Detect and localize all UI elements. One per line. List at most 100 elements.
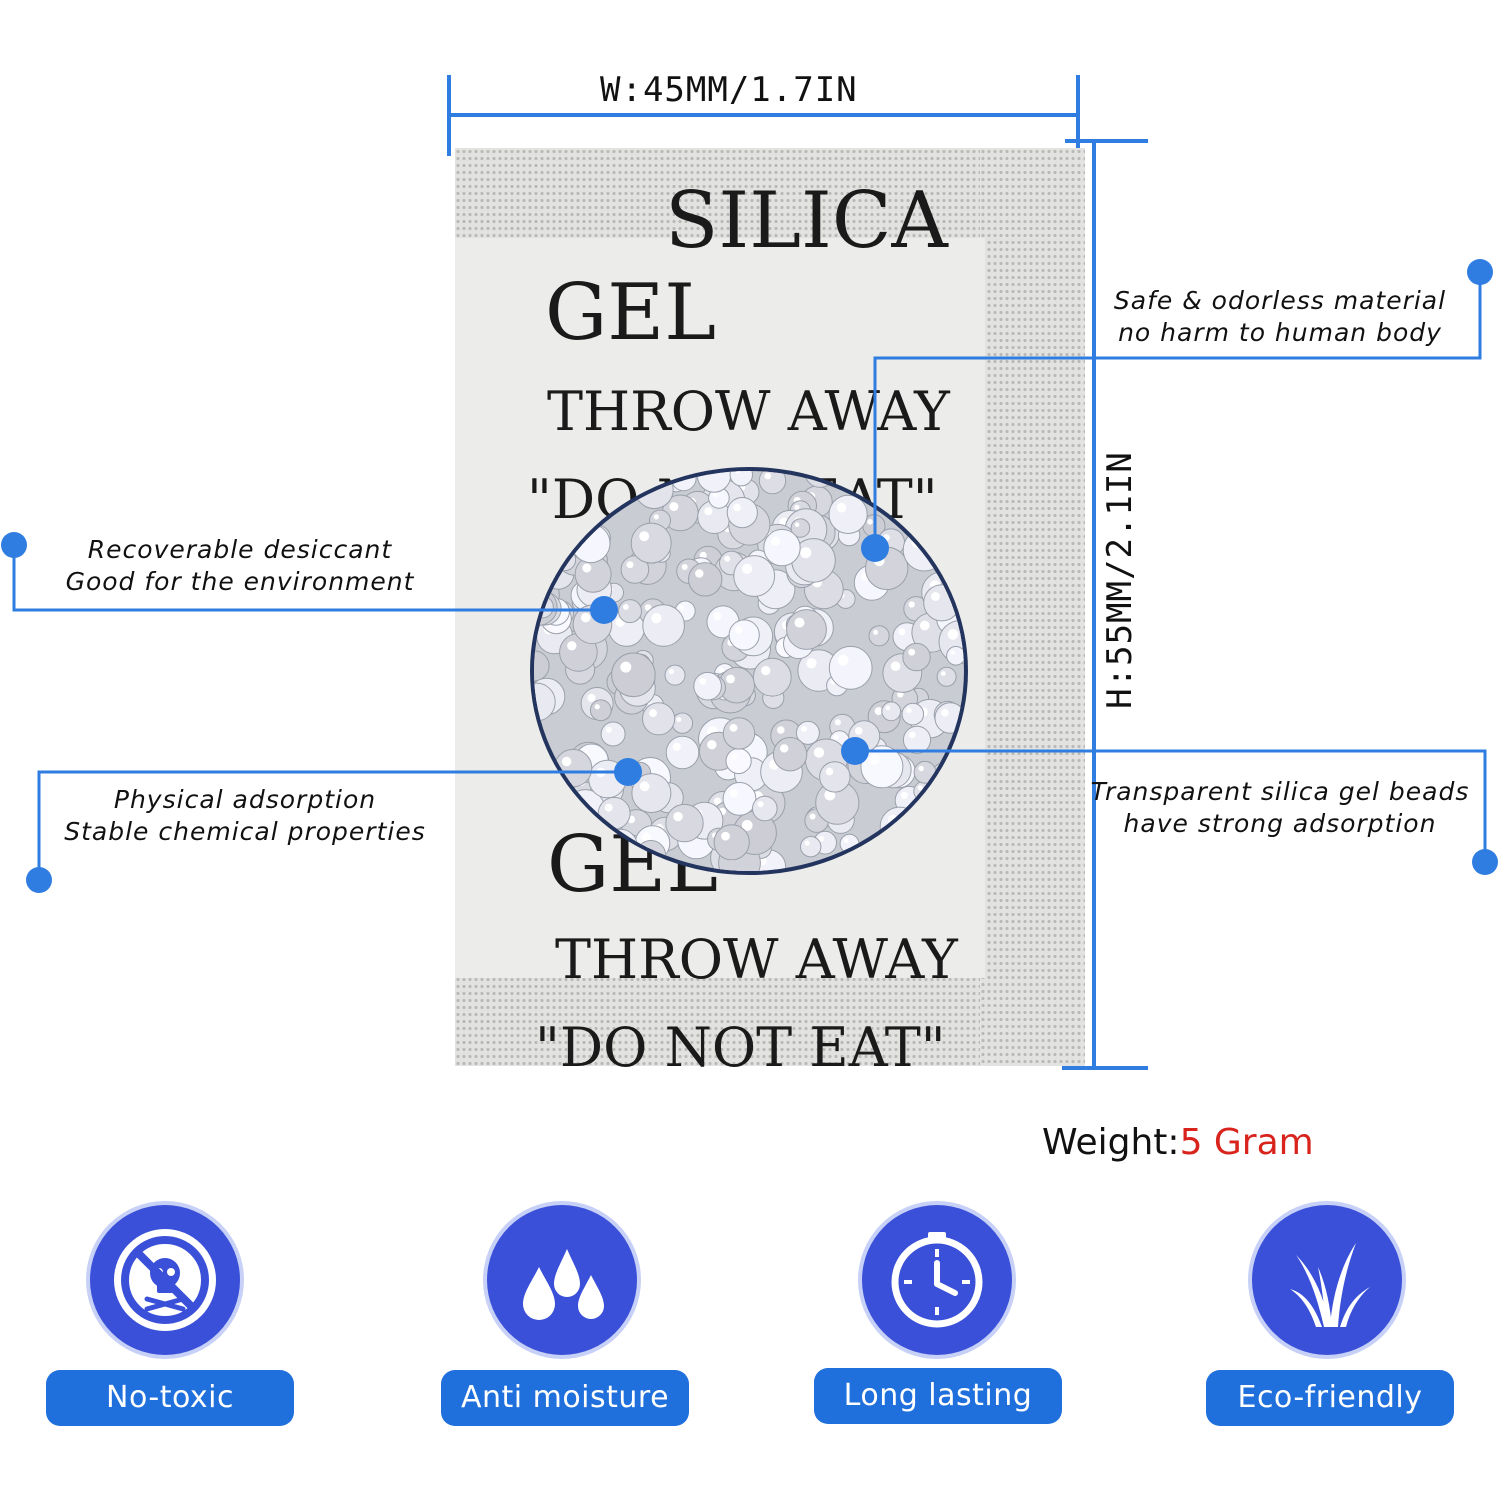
silica-bead [901,702,925,726]
silica-bead [936,666,957,687]
silica-bead [902,642,931,672]
bead-highlight [809,813,816,820]
bead-highlight [918,765,924,772]
callout-line: Transparent silica gel beads [1090,777,1470,806]
bead-highlight [794,504,800,510]
silica-bead [665,803,704,843]
bead-highlight [890,661,901,671]
bead-highlight [794,522,800,527]
bead-highlight [644,604,652,611]
bead-highlight [806,658,817,669]
bead-highlight [623,604,629,610]
callout-line: have strong adsorption [1123,809,1437,838]
bead-highlight [713,612,722,621]
bead-highlight [707,740,717,750]
bead-highlight [699,551,707,559]
silica-bead [630,522,672,564]
callout-line: Recoverable desiccant [87,535,393,564]
bead-highlight [742,563,753,574]
silica-bead [772,737,808,772]
bead-highlight [713,797,722,805]
bead-highlight [854,727,863,735]
bead-highlight [734,471,741,474]
bead-highlight [950,650,955,655]
bead-highlight [771,536,781,546]
bead-highlight [651,613,662,624]
bead-highlight [941,708,949,717]
callout-line: Good for the environment [65,567,415,596]
bead-highlight [764,472,772,480]
feature-label-long-lasting: Long lasting [814,1368,1062,1424]
silica-bead [693,671,722,701]
bead-highlight [834,719,841,726]
silica-bead [902,725,932,754]
silica-bead [534,650,550,682]
bead-highlight [733,503,741,512]
bead-highlight [908,648,916,656]
bead-highlight [931,592,940,601]
bead-highlight [605,726,612,733]
silica-bead [752,657,792,697]
callout-line: Stable chemical properties [64,817,426,846]
callout-recoverable-desiccant: Recoverable desiccant Good for the envir… [40,534,440,598]
silica-bead [642,702,676,736]
bead-highlight [800,547,812,559]
callout-line: Physical adsorption [113,785,377,814]
bead-highlight [885,705,891,711]
bead-highlight [699,677,707,685]
bead-highlight [679,605,685,610]
weight-label: Weight: [1042,1122,1180,1163]
feature-label-anti-moisture: Anti moisture [441,1370,689,1426]
bead-highlight [825,767,834,776]
bead-highlight [626,561,634,569]
bead-highlight [642,832,651,842]
packet-print-do-not-eat-lower: "DO NOT EAT" [535,1016,946,1079]
bead-highlight [780,744,789,753]
bead-highlight [681,564,688,570]
no-toxic-icon [90,1205,240,1355]
bead-highlight [761,665,771,676]
silica-bead [946,646,964,666]
bead-highlight [704,507,713,516]
silica-bead [828,645,873,690]
bead-highlight [712,491,718,497]
bead-highlight [587,693,596,702]
callout-safe-odorless: Safe & odorless material no harm to huma… [1090,285,1470,349]
silica-bead [588,759,627,799]
bead-highlight [818,835,824,842]
silica-bead [860,745,904,789]
bead-highlight [843,838,849,843]
silica-bead [913,760,937,784]
bead-highlight [833,734,839,740]
bead-highlight [695,569,704,578]
silica-beads-image [534,471,964,871]
bead-highlight [837,654,849,666]
bead-highlight [873,555,885,567]
bead-highlight [633,766,640,772]
silica-bead [611,652,656,698]
silica-bead [848,720,881,753]
silica-bead [589,699,612,722]
silica-bead [758,471,787,495]
silica-bead [800,836,822,858]
silica-bead [600,721,626,747]
bead-highlight [604,803,613,812]
silica-bead [726,496,758,529]
bead-highlight [908,601,915,608]
bead-highlight [729,789,738,798]
silica-bead [631,773,672,814]
callout-line: Safe & odorless material [1113,286,1447,315]
bead-highlight [947,629,959,640]
packet-seal-right [980,148,1085,1066]
silica-bead [868,625,890,647]
bead-highlight [869,754,880,765]
bead-highlight [594,704,600,710]
bead-highlight [917,785,923,791]
silica-bead [572,604,613,645]
bead-highlight [718,667,724,673]
bead-highlight [729,724,738,732]
silica-bead [722,782,757,816]
bead-highlight [735,625,743,634]
